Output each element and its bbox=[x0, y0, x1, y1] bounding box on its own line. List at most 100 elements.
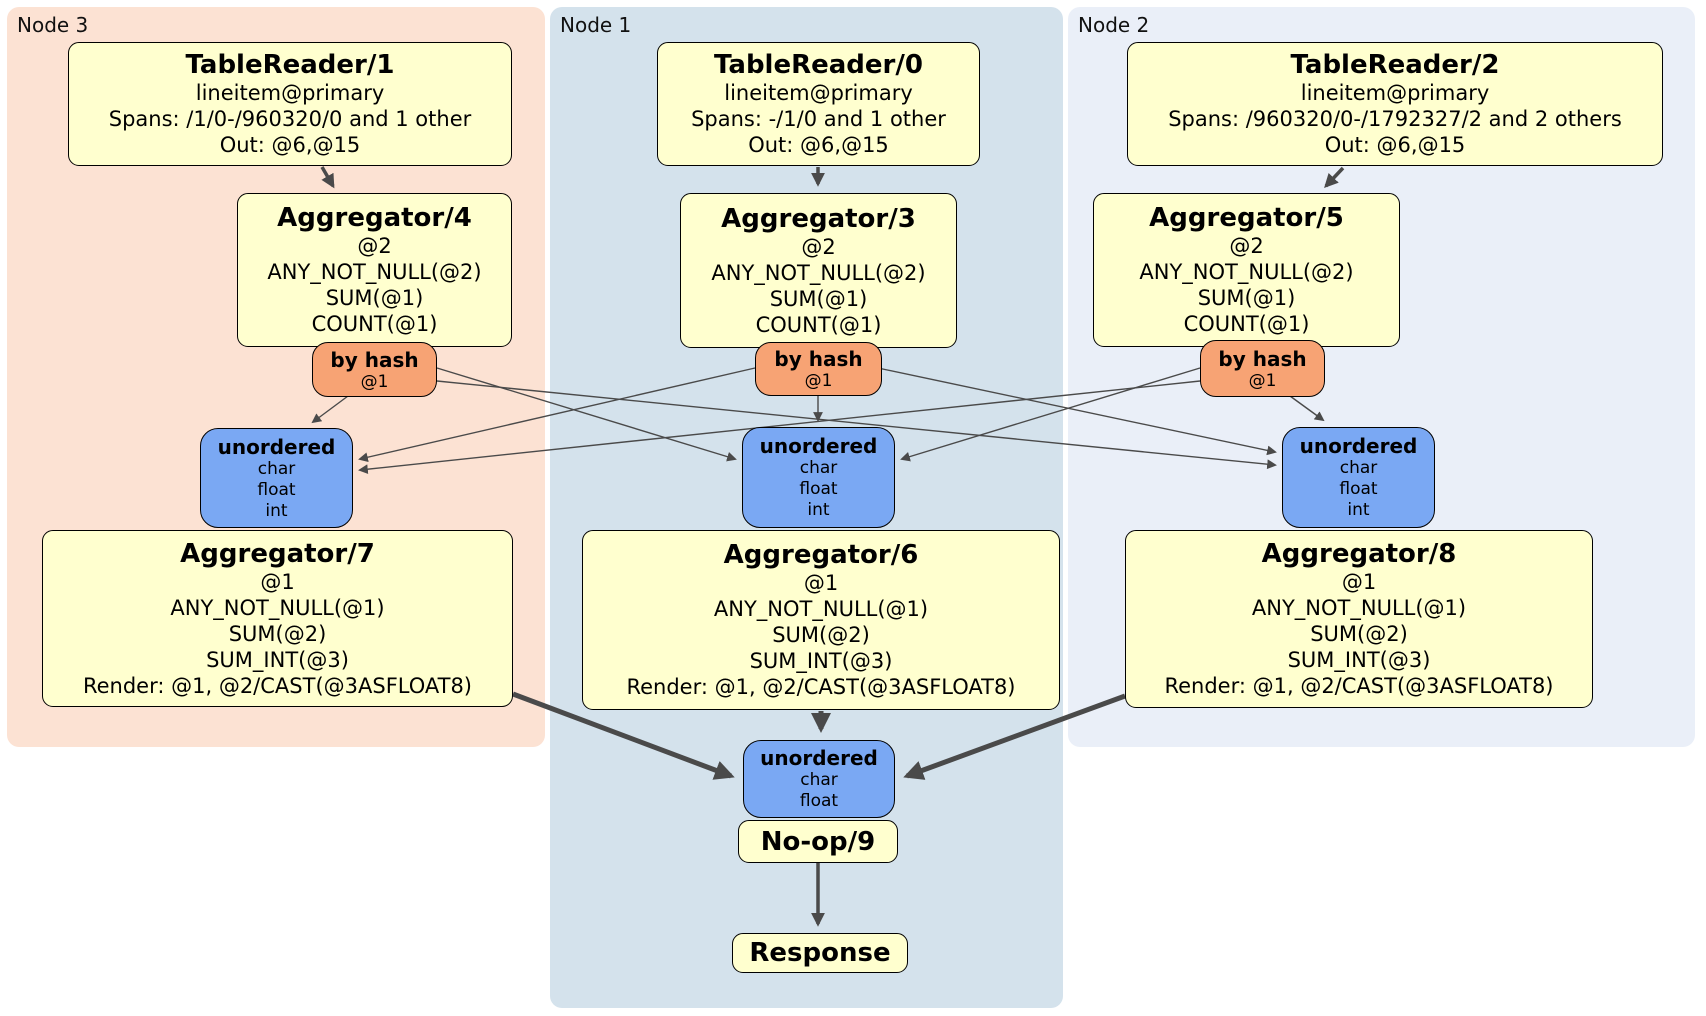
processor-title: Aggregator/5 bbox=[1149, 203, 1344, 233]
processor-title: Aggregator/7 bbox=[180, 538, 375, 569]
processor-detail: SUM(@2) bbox=[772, 623, 870, 647]
processor-detail: Render: @1, @2/CAST(@3ASFLOAT8) bbox=[626, 675, 1016, 699]
processor-detail: @1 bbox=[803, 571, 839, 595]
node1-label: Node 1 bbox=[560, 13, 632, 37]
router-by-hash-node2: by hash @1 bbox=[1200, 340, 1325, 397]
edge-hash1-unordered2 bbox=[877, 367, 1277, 456]
stream-col: int bbox=[807, 500, 830, 520]
processor-tablereader-2: TableReader/2 lineitem@primary Spans: /9… bbox=[1127, 42, 1663, 166]
processor-detail: Spans: -/1/0 and 1 other bbox=[691, 107, 946, 131]
processor-detail: ANY_NOT_NULL(@1) bbox=[1251, 596, 1467, 620]
processor-detail: COUNT(@1) bbox=[311, 312, 438, 336]
stream-title: unordered bbox=[1299, 434, 1418, 458]
processor-detail: lineitem@primary bbox=[1300, 81, 1490, 105]
processor-aggregator-6: Aggregator/6 @1 ANY_NOT_NULL(@1) SUM(@2)… bbox=[582, 530, 1060, 710]
processor-detail: lineitem@primary bbox=[724, 81, 913, 105]
processor-aggregator-8: Aggregator/8 @1 ANY_NOT_NULL(@1) SUM(@2)… bbox=[1125, 530, 1593, 708]
processor-aggregator-5: Aggregator/5 @2 ANY_NOT_NULL(@2) SUM(@1)… bbox=[1093, 193, 1400, 347]
processor-title: Aggregator/3 bbox=[721, 203, 916, 234]
stream-col: char bbox=[257, 458, 296, 479]
processor-detail: @2 bbox=[801, 234, 836, 259]
edge-hash2-unordered1 bbox=[900, 367, 1201, 462]
stream-col: int bbox=[1347, 500, 1370, 520]
processor-detail: @1 bbox=[1341, 570, 1377, 594]
edge-hash3-unordered2 bbox=[436, 380, 1277, 470]
edge-agg8-final bbox=[903, 693, 1126, 780]
processor-title: Aggregator/8 bbox=[1261, 539, 1457, 569]
node2-label: Node 2 bbox=[1078, 13, 1150, 37]
processor-detail: COUNT(@1) bbox=[755, 312, 882, 337]
response-title: Response bbox=[749, 938, 891, 968]
processor-detail: ANY_NOT_NULL(@2) bbox=[711, 260, 926, 285]
processor-detail: SUM_INT(@3) bbox=[1287, 648, 1431, 672]
stream-col: float bbox=[799, 791, 839, 811]
processor-detail: ANY_NOT_NULL(@2) bbox=[267, 260, 482, 284]
stream-unordered-node1: unordered char float int bbox=[742, 427, 895, 528]
edge-hash3-unordered1 bbox=[436, 367, 737, 462]
stream-col: float bbox=[257, 479, 296, 500]
router-key: @1 bbox=[1248, 370, 1277, 391]
processor-detail: SUM(@2) bbox=[228, 621, 327, 646]
stream-col: int bbox=[265, 500, 288, 521]
edge-hash2-unordered2 bbox=[1289, 395, 1325, 422]
stream-unordered-node2: unordered char float int bbox=[1282, 427, 1435, 528]
processor-detail: Render: @1, @2/CAST(@3ASFLOAT8) bbox=[1164, 674, 1554, 698]
processor-detail: Spans: /960320/0-/1792327/2 and 2 others bbox=[1168, 107, 1622, 131]
response-node: Response bbox=[732, 933, 908, 973]
processor-tablereader-0: TableReader/0 lineitem@primary Spans: -/… bbox=[657, 42, 980, 166]
processor-detail: Out: @6,@15 bbox=[219, 133, 361, 157]
processor-detail: Render: @1, @2/CAST(@3ASFLOAT8) bbox=[82, 673, 473, 698]
node3-label: Node 3 bbox=[17, 13, 89, 37]
processor-detail: Out: @6,@15 bbox=[1324, 133, 1466, 157]
router-key: @1 bbox=[804, 371, 833, 391]
edge-hash2-unordered3 bbox=[358, 380, 1201, 475]
stream-title: unordered bbox=[217, 434, 336, 459]
router-key: @1 bbox=[360, 371, 389, 392]
processor-title: Aggregator/6 bbox=[723, 540, 919, 570]
edge-tr1-agg4 bbox=[320, 166, 335, 189]
stream-title: unordered bbox=[759, 434, 878, 458]
processor-detail: SUM(@1) bbox=[1197, 286, 1296, 310]
processor-detail: @1 bbox=[260, 569, 295, 594]
processor-detail: lineitem@primary bbox=[195, 81, 385, 105]
processor-title: Aggregator/4 bbox=[277, 203, 472, 233]
processor-detail: ANY_NOT_NULL(@2) bbox=[1139, 260, 1354, 284]
stream-col: char bbox=[799, 458, 838, 478]
stream-unordered-node3: unordered char float int bbox=[200, 428, 353, 528]
processor-tablereader-1: TableReader/1 lineitem@primary Spans: /1… bbox=[68, 42, 512, 166]
stream-col: char bbox=[800, 770, 838, 790]
router-by-hash-node1: by hash @1 bbox=[755, 342, 882, 396]
stream-col: char bbox=[1339, 458, 1378, 478]
processor-noop-9: No-op/9 bbox=[738, 820, 898, 863]
processor-aggregator-4: Aggregator/4 @2 ANY_NOT_NULL(@2) SUM(@1)… bbox=[237, 193, 512, 347]
processor-detail: SUM_INT(@3) bbox=[749, 649, 893, 673]
edge-tr2-agg5 bbox=[1324, 166, 1345, 189]
processor-aggregator-3: Aggregator/3 @2 ANY_NOT_NULL(@2) SUM(@1)… bbox=[680, 193, 957, 348]
processor-detail: @2 bbox=[357, 234, 392, 258]
stream-col: float bbox=[1339, 479, 1378, 499]
stream-col: float bbox=[799, 479, 838, 499]
stream-unordered-final: unordered char float bbox=[743, 740, 895, 818]
processor-detail: SUM_INT(@3) bbox=[206, 647, 349, 672]
router-title: by hash bbox=[330, 347, 419, 372]
router-by-hash-node3: by hash @1 bbox=[312, 342, 437, 397]
edge-hash1-unordered3 bbox=[358, 367, 756, 463]
router-title: by hash bbox=[1218, 346, 1307, 371]
processor-detail: Out: @6,@15 bbox=[748, 133, 889, 157]
processor-detail: SUM(@2) bbox=[1310, 622, 1408, 646]
router-title: by hash bbox=[774, 347, 863, 371]
processor-detail: @2 bbox=[1229, 234, 1264, 258]
processor-aggregator-7: Aggregator/7 @1 ANY_NOT_NULL(@1) SUM(@2)… bbox=[42, 530, 513, 707]
processor-title: TableReader/1 bbox=[185, 50, 395, 80]
processor-detail: SUM(@1) bbox=[769, 286, 868, 311]
edge-hash3-unordered3 bbox=[311, 395, 349, 424]
processor-detail: SUM(@1) bbox=[325, 286, 424, 310]
processor-detail: COUNT(@1) bbox=[1183, 312, 1310, 336]
processor-detail: ANY_NOT_NULL(@1) bbox=[713, 597, 929, 621]
processor-title: No-op/9 bbox=[760, 826, 876, 857]
stream-title: unordered bbox=[760, 746, 878, 770]
processor-detail: Spans: /1/0-/960320/0 and 1 other bbox=[108, 107, 472, 131]
processor-title: TableReader/2 bbox=[1290, 50, 1500, 80]
